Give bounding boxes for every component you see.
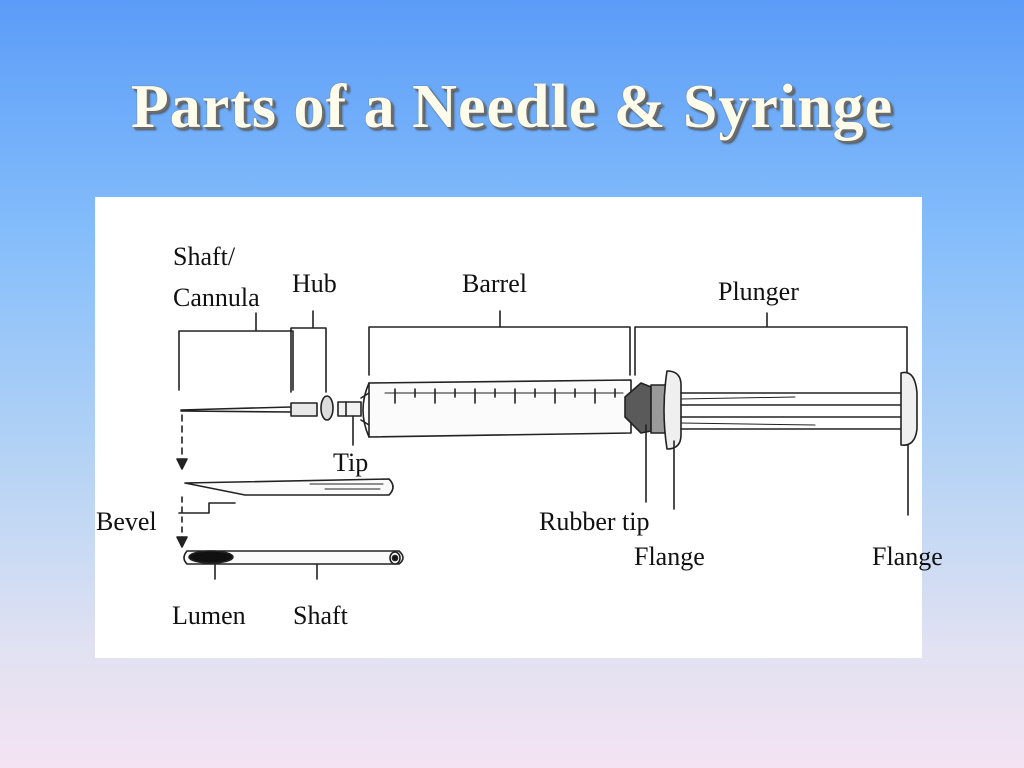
lumen-opening xyxy=(188,550,234,564)
label-flange-left: Flange xyxy=(634,542,705,571)
bevel-leader xyxy=(178,502,236,514)
barrel-bracket xyxy=(368,310,631,376)
needle-cannula xyxy=(180,406,292,413)
hub-collar xyxy=(320,395,334,421)
shaft-cannula-bracket xyxy=(178,312,294,391)
label-hub: Hub xyxy=(292,269,337,298)
needle-hub xyxy=(290,402,318,417)
diagram-panel: Shaft/ Cannula Hub Barrel Plunger Tip Ru… xyxy=(95,197,922,658)
label-lumen: Lumen xyxy=(172,601,246,630)
bevel-view xyxy=(184,478,394,496)
label-bevel: Bevel xyxy=(96,507,157,536)
label-barrel: Barrel xyxy=(462,269,527,298)
label-shaft-cannula-2: Cannula xyxy=(173,283,260,312)
plunger-rod xyxy=(680,392,902,430)
syringe-diagram xyxy=(176,310,918,580)
hub-bracket xyxy=(290,310,327,393)
syringe-tip xyxy=(337,401,362,417)
plunger-bracket xyxy=(634,312,908,376)
slide-title: Parts of a Needle & Syringe xyxy=(130,73,894,141)
shaft-view xyxy=(183,550,404,565)
label-flange-right: Flange xyxy=(872,542,943,571)
label-plunger: Plunger xyxy=(718,277,799,306)
label-tip: Tip xyxy=(333,448,369,477)
finger-flange xyxy=(663,370,682,450)
label-shaft: Shaft xyxy=(293,601,348,630)
label-rubber-tip: Rubber tip xyxy=(539,507,650,536)
thumb-flange xyxy=(900,371,918,446)
syringe-barrel xyxy=(368,379,632,438)
label-shaft-cannula-1: Shaft/ xyxy=(173,242,236,271)
